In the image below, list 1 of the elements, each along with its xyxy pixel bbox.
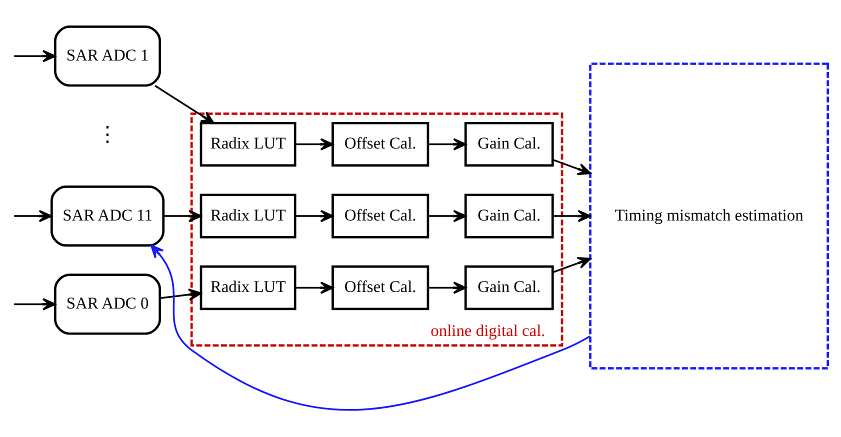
label: ⋮ <box>97 122 118 146</box>
